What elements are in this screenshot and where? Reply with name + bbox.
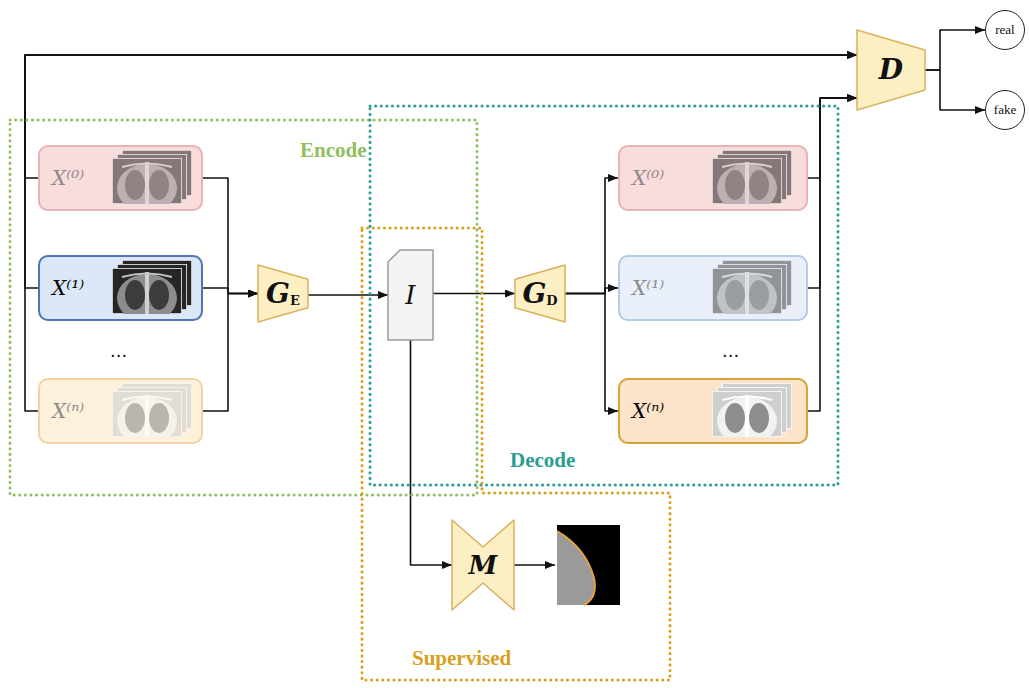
- region-label: Supervised: [412, 646, 511, 670]
- output-circle: real: [985, 10, 1025, 50]
- label-holder: ...: [722, 340, 739, 361]
- xray-stack: [712, 260, 792, 322]
- shape-outline: [258, 265, 308, 322]
- output-circle: fake: [985, 90, 1025, 130]
- shape-outline: [857, 30, 925, 110]
- image-set-box: X⁽ⁿ⁾: [38, 378, 203, 444]
- box-fill: [618, 255, 808, 321]
- generator-block: GD: [515, 265, 565, 322]
- flow-arrow: [203, 178, 258, 294]
- flow-arrow: [808, 98, 857, 288]
- set-label: X⁽⁰⁾: [632, 166, 664, 190]
- flow-arrow: [565, 288, 618, 294]
- image-set-box: X⁽¹⁾: [38, 255, 203, 321]
- box-fill: [38, 255, 203, 321]
- shape-outline: [10, 120, 477, 495]
- symbol-holder: GE: [258, 265, 308, 322]
- box-fill: [618, 378, 808, 444]
- symbol-holder: GD: [515, 265, 565, 322]
- box-fill: [38, 378, 203, 444]
- region-label: Decode: [510, 448, 575, 472]
- output-arrow: [514, 564, 555, 566]
- symbol-holder: I: [388, 250, 433, 340]
- segmentation-network: M: [452, 520, 514, 610]
- xray-stack: [112, 260, 192, 322]
- mammogram-image: [557, 525, 620, 605]
- flow-arrow: [565, 178, 618, 294]
- box-fill: [38, 145, 203, 211]
- group-region: Decode GD X⁽⁰⁾ X⁽¹⁾ X⁽ⁿ⁾: [370, 106, 838, 485]
- generator-block: GE: [258, 265, 308, 322]
- flow-arrow: [925, 70, 985, 110]
- box-fill: [618, 145, 808, 211]
- label-holder: ...: [110, 340, 127, 361]
- flow-arrow: [411, 340, 453, 565]
- block-symbol: G: [522, 280, 546, 308]
- ellipsis-label: ...: [110, 340, 127, 361]
- region-label-holder: Encode: [300, 138, 367, 163]
- block-symbol: D: [879, 56, 903, 84]
- set-label: X⁽ⁿ⁾: [632, 399, 664, 423]
- shape-outline: [370, 106, 838, 485]
- flow-arrow: [565, 294, 618, 412]
- set-label: X⁽ⁿ⁾: [52, 399, 84, 423]
- latent-document: I: [388, 250, 433, 340]
- block-symbol: G: [266, 280, 290, 308]
- region-label-holder: Decode: [510, 448, 575, 473]
- flow-arrow: [203, 288, 258, 294]
- shape-outline: [370, 106, 838, 485]
- set-label: X⁽¹⁾: [632, 276, 664, 300]
- block-subscript: D: [546, 294, 557, 307]
- region-label-holder: Supervised: [412, 646, 511, 671]
- shape-outline: [362, 228, 670, 680]
- flow-arrow: [925, 30, 985, 70]
- flow-arrow: [433, 293, 515, 295]
- symbol-holder: M: [452, 520, 514, 610]
- block-subscript: E: [290, 294, 300, 307]
- flow-arrow: [808, 98, 857, 411]
- set-label: X⁽⁰⁾: [52, 166, 84, 190]
- latent-symbol: I: [405, 282, 415, 308]
- shape-outline: [452, 520, 514, 610]
- flow-arrow: [308, 294, 388, 296]
- discriminator-block: D: [857, 30, 925, 110]
- xray-stack: [712, 383, 792, 445]
- output-label: fake: [994, 102, 1016, 118]
- image-set-box: X⁽⁰⁾: [38, 145, 203, 211]
- flow-arrow: [203, 294, 258, 412]
- image-set-box: X⁽⁰⁾: [618, 145, 808, 211]
- shape-outline: [515, 265, 565, 322]
- region-label: Encode: [300, 138, 367, 162]
- shape-outline: [388, 250, 433, 340]
- flow-arrow: [25, 55, 857, 411]
- ellipsis-label: ...: [722, 340, 739, 361]
- flow-arrow: [25, 55, 857, 178]
- xray-stack: [112, 383, 192, 445]
- block-symbol: M: [469, 552, 498, 578]
- set-label: X⁽¹⁾: [52, 276, 84, 300]
- image-set-box: X⁽ⁿ⁾: [618, 378, 808, 444]
- xray-stack: [112, 150, 192, 212]
- symbol-holder: D: [857, 30, 925, 110]
- flow-arrow: [25, 55, 857, 288]
- output-label: real: [995, 22, 1014, 38]
- image-set-box: X⁽¹⁾: [618, 255, 808, 321]
- flow-arrow: [808, 98, 857, 178]
- xray-stack: [712, 150, 792, 212]
